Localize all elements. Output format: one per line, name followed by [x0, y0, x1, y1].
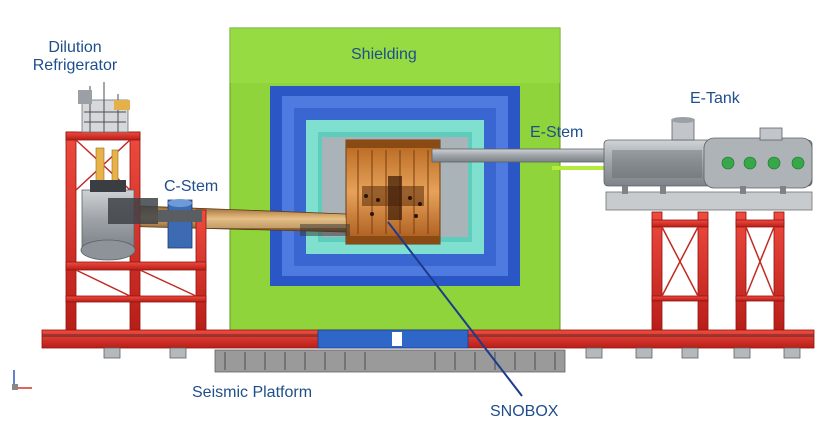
snobox-cryostat	[345, 139, 441, 245]
dilution-refrigerator	[65, 82, 207, 331]
label-dilution-line1: Dilution	[48, 39, 102, 56]
label-e-stem: E-Stem	[530, 124, 584, 141]
seismic-platform	[41, 329, 815, 373]
label-snobox: SNOBOX	[490, 403, 559, 420]
label-e-tank: E-Tank	[690, 90, 740, 107]
e-tank	[603, 117, 813, 331]
axis-triad-icon	[12, 370, 32, 390]
label-dilution-refrigerator: Dilution Refrigerator	[20, 39, 130, 75]
label-seismic-platform: Seismic Platform	[192, 384, 313, 401]
label-dilution-line2: Refrigerator	[32, 57, 118, 74]
label-shielding: Shielding	[351, 46, 417, 63]
snobox-pointer-line	[387, 221, 523, 397]
label-c-stem: C-Stem	[164, 178, 219, 195]
